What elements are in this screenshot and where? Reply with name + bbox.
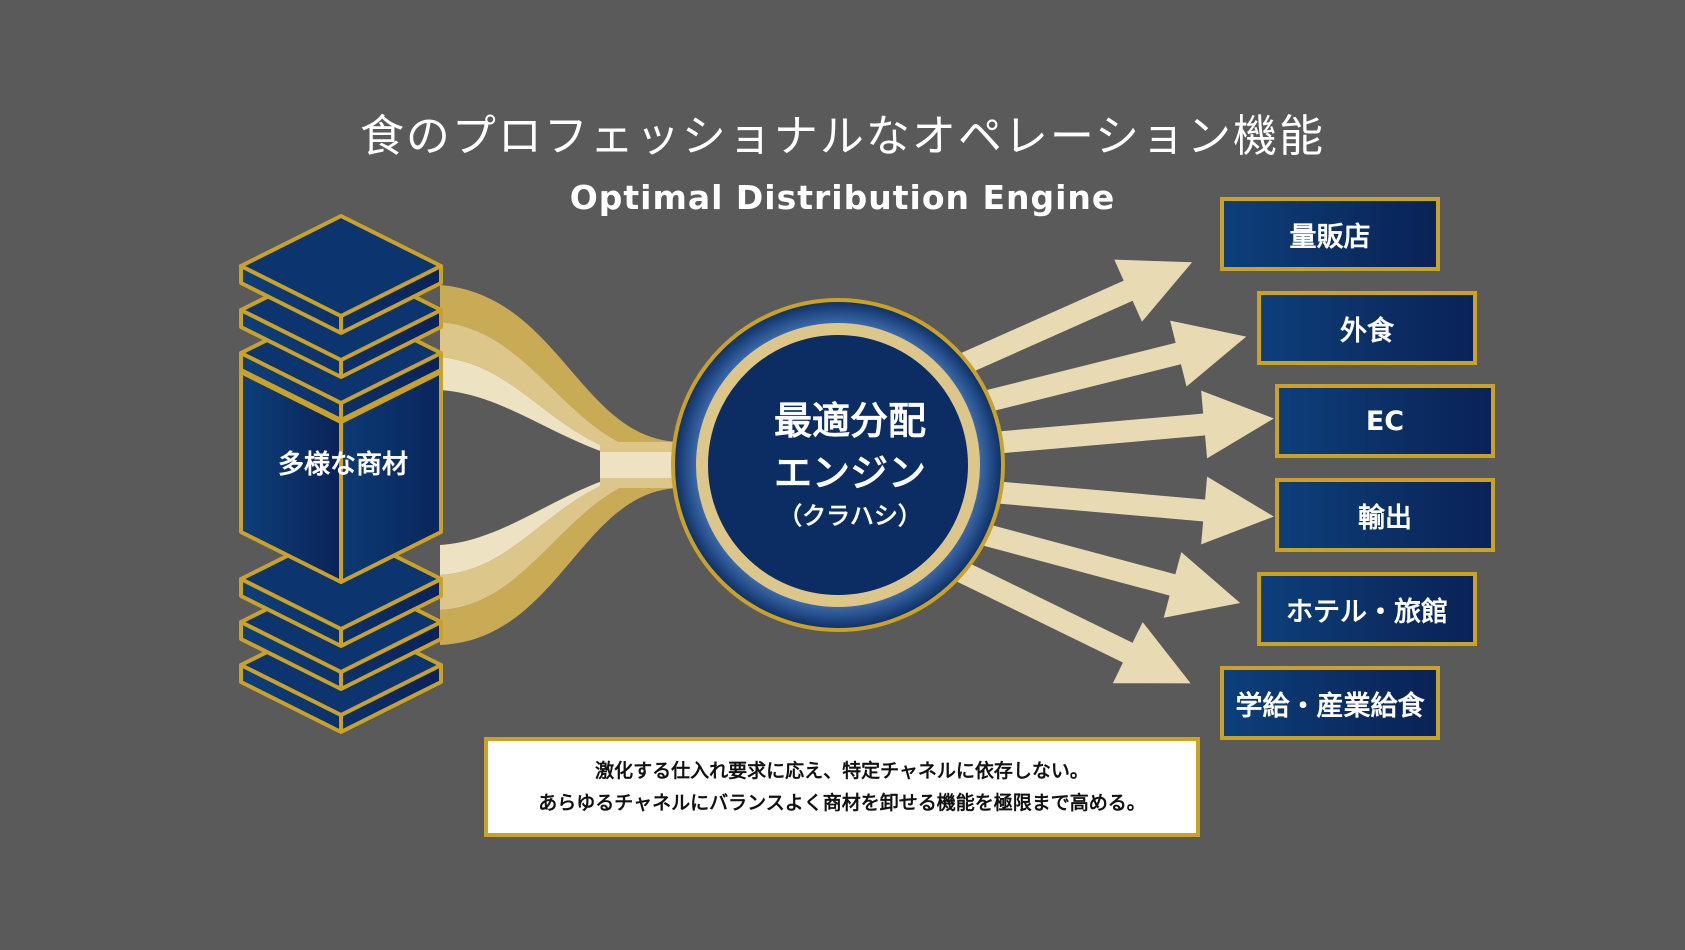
description-box: 激化する仕入れ要求に応え、特定チャネルに依存しない。 あらゆるチャネルにバランス… [484,737,1200,837]
engine-title-line2: エンジン [773,451,926,495]
page-subtitle: Optimal Distribution Engine [569,178,1116,217]
channel-school-industrial-catering: 学給・産業給食 [1220,666,1440,740]
engine-title-line1: 最適分配 [773,399,926,443]
engine-circle [671,298,1005,632]
engine-label: 最適分配 エンジン （クラハシ） [700,395,1000,533]
engine-subtitle: （クラハシ） [778,502,922,530]
channel-hotel-ryokan: ホテル・旅館 [1257,572,1477,646]
description-line2: あらゆるチャネルにバランスよく商材を卸せる機能を極限まで高める。 [538,792,1146,814]
description-line1: 激化する仕入れ要求に応え、特定チャネルに依存しない。 [595,760,1089,782]
source-label: 多様な商材 [277,450,408,480]
channel-ec: EC [1275,384,1495,458]
stacked-layers-icon [239,214,443,734]
channel-food-service: 外食 [1257,291,1477,365]
arrow-icon [945,259,1193,381]
arrow-icon [969,476,1274,545]
arrow-icon [969,390,1274,459]
channel-export: 輸出 [1275,478,1495,552]
channel-mass-retail: 量販店 [1220,197,1440,271]
page-title: 食のプロフェッショナルなオペレーション機能 [359,111,1326,162]
merge-bands [440,285,690,645]
arrow-icon [957,517,1241,618]
arrow-icon [957,320,1247,419]
arrow-icon [943,555,1191,684]
distribution-arrows [943,259,1274,684]
